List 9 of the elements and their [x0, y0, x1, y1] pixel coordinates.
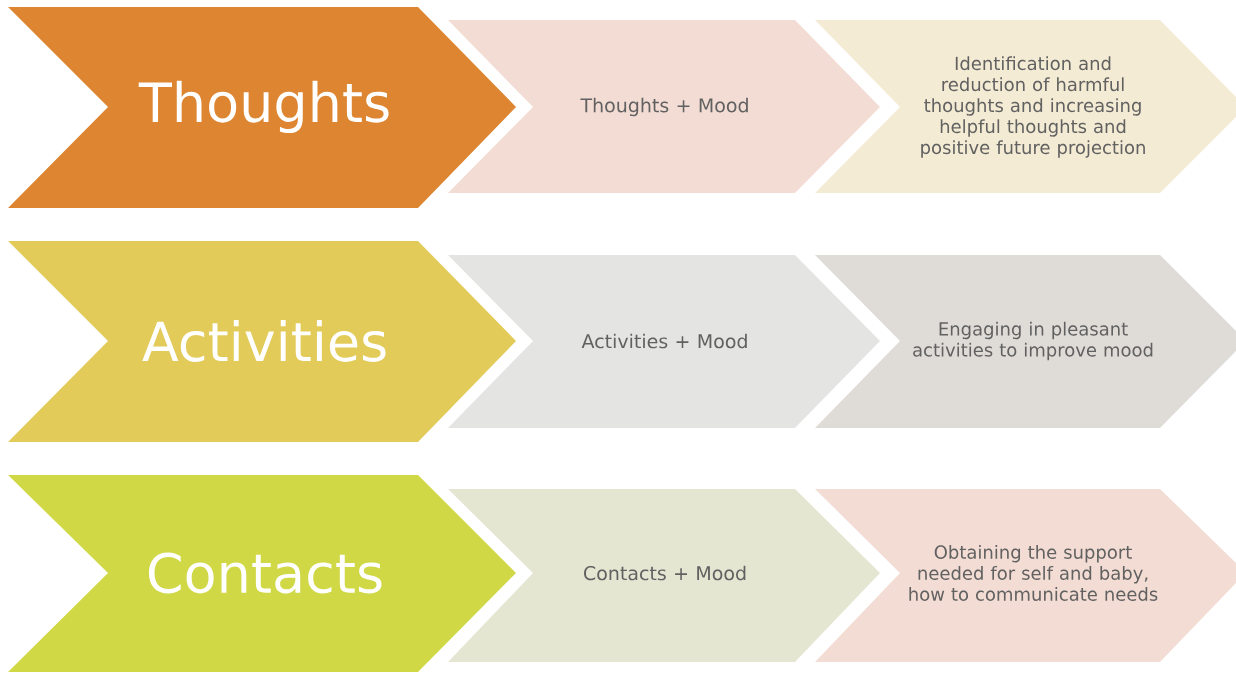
step-box: Obtaining the support needed for self and baby, how to communicate needs: [815, 489, 1236, 662]
step-box: Identification and reduction of harmful thoughts and increasing helpful thoughts and positive future projection: [815, 20, 1236, 193]
step-box: Activities + Mood: [448, 255, 880, 428]
step-box: Activities: [8, 241, 516, 442]
step-box: Thoughts + Mood: [448, 20, 880, 193]
step-box: Contacts: [8, 475, 516, 672]
step-box: Thoughts: [8, 7, 516, 208]
step-box: Engaging in pleasant activities to improve mood: [815, 255, 1236, 428]
step-box: Contacts + Mood: [448, 489, 880, 662]
